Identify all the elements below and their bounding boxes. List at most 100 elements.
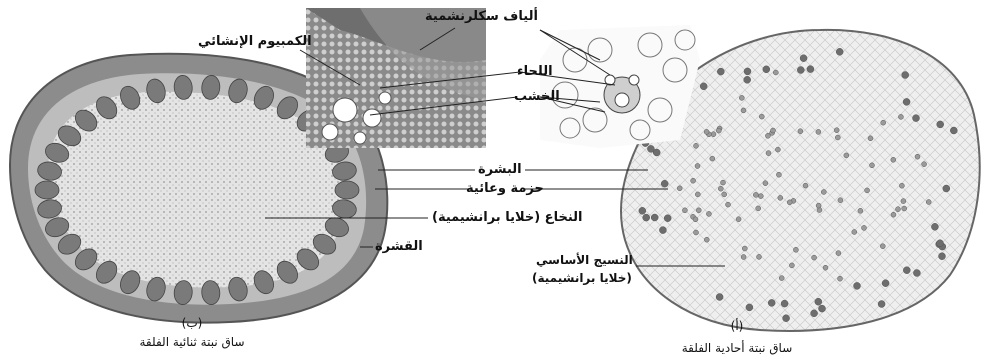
monocot-bundle: [716, 294, 723, 301]
monocot-bundle: [647, 145, 654, 152]
monocot-bundle: [870, 163, 875, 168]
monocot-bundle: [744, 76, 751, 83]
monocot-bundle: [659, 227, 666, 234]
monocot-bundle: [854, 282, 861, 289]
caption-b-letter: (ب): [172, 315, 212, 331]
dicot-zoom-inset: [306, 8, 486, 148]
monocot-bundle: [704, 237, 709, 242]
monocot-bundle: [901, 199, 906, 204]
monocot-bundle: [661, 180, 668, 187]
monocot-bundle: [803, 183, 808, 188]
caption-a-title: ساق نبتة أحادية الفلقة: [662, 340, 812, 356]
monocot-bundle: [882, 280, 889, 287]
monocot-bundle: [766, 151, 771, 156]
monocot-bundle: [717, 68, 724, 75]
monocot-bundle: [765, 133, 770, 138]
monocot-bundle: [807, 66, 814, 73]
monocot-bundle: [926, 200, 931, 205]
monocot-bundle: [798, 129, 803, 134]
monocot-bundle: [858, 208, 863, 213]
monocot-bundle: [793, 247, 798, 252]
monocot-bundle: [736, 217, 741, 222]
monocot-bundle: [821, 190, 826, 195]
monocot-bundle: [757, 254, 762, 259]
monocot-bundle: [852, 230, 857, 235]
monocot-bundle: [937, 121, 944, 128]
monocot-bundle: [711, 132, 716, 137]
monocot-bundle: [915, 154, 920, 159]
monocot-bundle: [763, 66, 770, 73]
monocot-bundle: [768, 299, 775, 306]
monocot-bundle: [878, 301, 885, 308]
monocot-bundle: [694, 230, 699, 235]
monocot-bundle: [903, 267, 910, 274]
monocot-bundle: [812, 255, 817, 260]
monocot-bundle: [691, 178, 696, 183]
monocot-bundle: [789, 263, 794, 268]
label-ground-tissue: النسيج الأساسي: [536, 252, 633, 268]
monocot-bundle: [682, 208, 687, 213]
monocot-bundle: [816, 203, 821, 208]
monocot-bundle: [881, 120, 886, 125]
monocot-bundle: [902, 72, 909, 79]
monocot-bundle: [836, 48, 843, 55]
monocot-bundle: [800, 55, 807, 62]
monocot-bundle: [902, 206, 907, 211]
monocot-bundle: [868, 136, 873, 141]
label-sclerenchyma-fibers: ألياف سكلرنشمية: [425, 9, 538, 25]
monocot-bundle: [943, 185, 950, 192]
label-vascular-bundle: حزمة وعائية: [466, 181, 544, 197]
monocot-bundle: [696, 208, 701, 213]
label-phloem: اللحاء: [517, 64, 553, 80]
monocot-bundle: [742, 246, 747, 251]
monocot-bundle: [844, 153, 849, 158]
monocot-bundle: [710, 156, 715, 161]
label-vascular-cambium: الكمبيوم الإنشائي: [198, 34, 312, 50]
monocot-bundle: [741, 255, 746, 260]
monocot-bundle: [862, 225, 867, 230]
monocot-bundle: [838, 198, 843, 203]
monocot-bundle: [721, 180, 726, 185]
monocot-bundle: [746, 304, 753, 311]
monocot-bundle: [773, 70, 778, 75]
monocot-bundle: [898, 114, 903, 119]
caption-b-title: ساق نبتة ثنائية الفلقة: [122, 334, 262, 350]
monocot-bundle: [693, 217, 698, 222]
monocot-bundle: [891, 212, 896, 217]
monocot-bundle: [783, 315, 790, 322]
monocot-zoom-inset: [540, 25, 700, 148]
monocot-bundle: [891, 157, 896, 162]
monocot-bundle: [815, 298, 822, 305]
monocot-bundle: [865, 188, 870, 193]
monocot-bundle: [763, 181, 768, 186]
monocot-bundle: [817, 208, 822, 213]
monocot-bundle: [836, 251, 841, 256]
monocot-bundle: [756, 206, 761, 211]
monocot-bundle: [922, 162, 927, 167]
monocot-bundle: [937, 240, 944, 247]
monocot-bundle: [779, 276, 784, 281]
monocot-bundle: [880, 244, 885, 249]
monocot-bundle: [726, 202, 731, 207]
monocot-bundle: [787, 200, 792, 205]
dicot-bundle: [335, 181, 359, 199]
monocot-bundle: [664, 215, 671, 222]
monocot-bundle: [722, 192, 727, 197]
monocot-bundle: [775, 147, 780, 152]
monocot-bundle: [759, 114, 764, 119]
monocot-bundle: [739, 95, 744, 100]
monocot-bundle: [823, 265, 828, 270]
monocot-bundle: [741, 108, 746, 113]
monocot-bundle: [816, 129, 821, 134]
monocot-bundle: [819, 305, 826, 312]
caption-a-letter: (أ): [717, 318, 757, 334]
monocot-bundle: [838, 276, 843, 281]
monocot-bundle: [903, 98, 910, 105]
monocot-bundle: [677, 186, 682, 191]
monocot-bundle: [651, 214, 658, 221]
monocot-bundle: [753, 192, 758, 197]
monocot-bundle: [695, 164, 700, 169]
monocot-bundle: [899, 183, 904, 188]
monocot-bundle: [716, 128, 721, 133]
label-ground-tissue-sub: (خلايا برانشيمية): [532, 270, 632, 286]
